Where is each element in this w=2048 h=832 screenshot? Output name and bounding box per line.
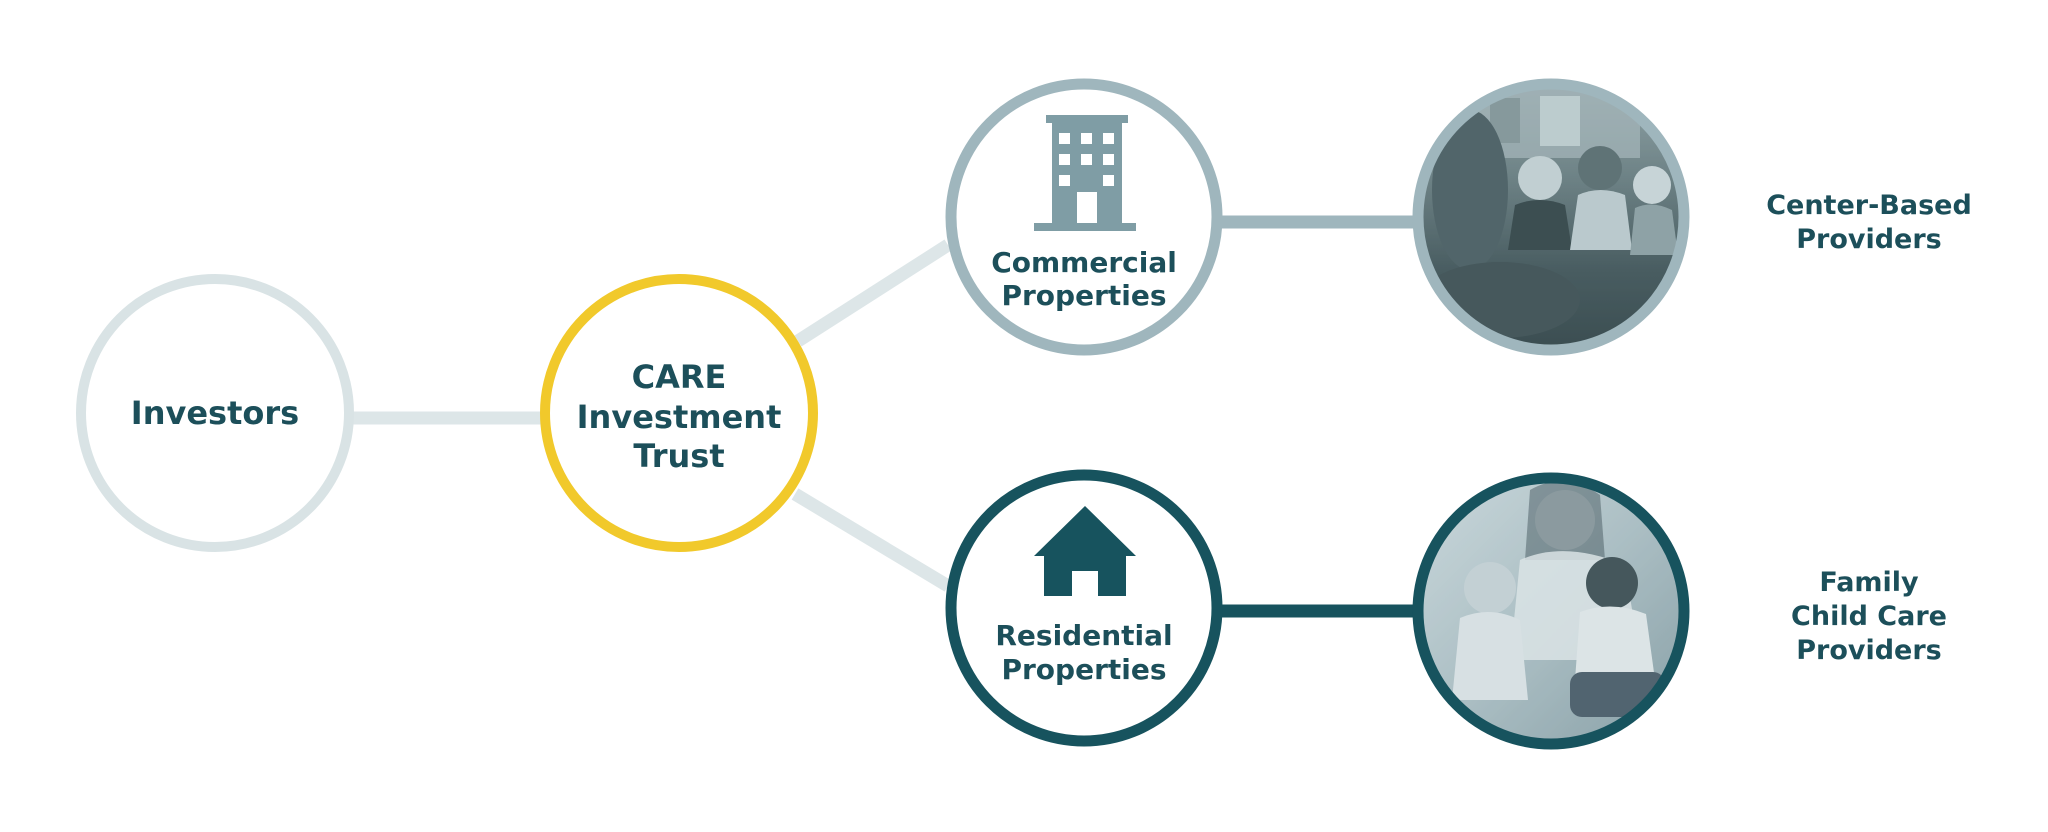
connector-trust-residential	[791, 488, 952, 592]
investors-label: Investors	[131, 394, 299, 432]
commercial-ring	[945, 78, 1223, 356]
connector-trust-commercial	[794, 239, 952, 347]
care-trust-label-line-1: CARE	[632, 358, 727, 396]
center-photo-ring	[1412, 78, 1690, 356]
center-based-line-1: Center-Based	[1766, 190, 1972, 221]
residential-ring	[945, 469, 1223, 747]
care-trust-label-line-2: Investment	[577, 398, 782, 436]
care-trust-ring	[540, 274, 818, 552]
commercial-label-line-1: Commercial	[991, 246, 1177, 279]
residential-label-line-1: Residential	[995, 619, 1172, 652]
outcome-family-child-care-providers: Family Child Care Providers	[1739, 566, 1999, 668]
commercial-label-line-2: Properties	[1001, 279, 1166, 312]
center-based-photo	[1412, 78, 1690, 356]
center-based-line-2: Providers	[1796, 224, 1942, 255]
family-care-line-1: Family	[1819, 567, 1919, 598]
outcome-center-based-providers: Center-Based Providers	[1739, 189, 1999, 257]
family-photo-ring	[1412, 472, 1690, 750]
investors-ring	[76, 274, 354, 552]
family-care-photo	[1412, 472, 1690, 750]
node-residential-properties: Residential Properties	[945, 469, 1223, 747]
node-commercial-properties: Commercial Properties	[945, 78, 1223, 356]
residential-label-line-2: Properties	[1001, 653, 1166, 686]
family-care-line-2: Child Care	[1791, 601, 1947, 632]
house-icon	[1034, 506, 1136, 596]
family-care-line-3: Providers	[1796, 635, 1942, 666]
node-care-investment-trust: CARE Investment Trust	[540, 274, 818, 552]
building-icon	[1034, 115, 1136, 231]
node-investors: Investors	[76, 274, 354, 552]
care-trust-label-line-3: Trust	[633, 437, 724, 475]
